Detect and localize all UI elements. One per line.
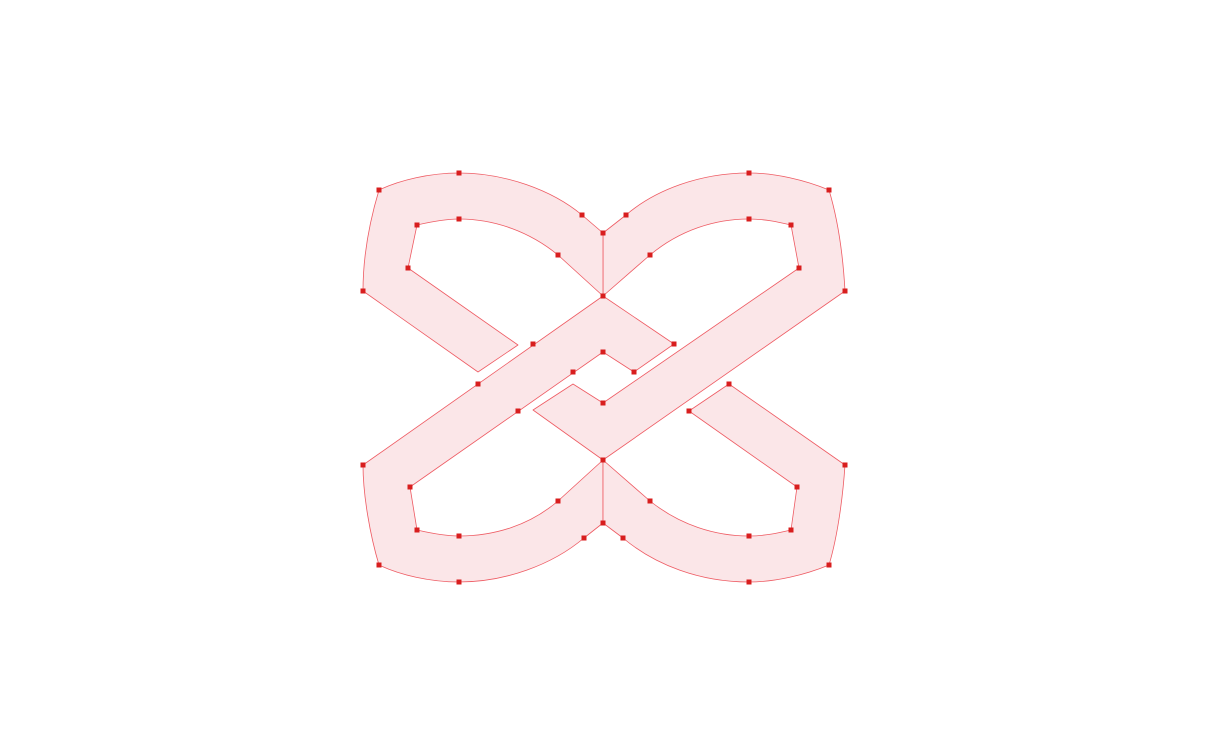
anchor-point[interactable] [555,252,561,258]
anchor-point[interactable] [456,579,462,585]
anchor-point[interactable] [414,222,420,228]
anchor-point[interactable] [456,533,462,539]
anchor-point[interactable] [407,484,413,490]
anchor-point[interactable] [376,187,382,193]
anchor-point[interactable] [600,457,606,463]
anchor-point[interactable] [647,498,653,504]
anchor-points [360,170,848,585]
anchor-point[interactable] [360,288,366,294]
anchor-point[interactable] [600,520,606,526]
strand-right-bottom-loop[interactable] [602,383,846,583]
strand-right-top-loop[interactable] [532,172,846,461]
anchor-point[interactable] [555,498,561,504]
anchor-point[interactable] [360,462,366,468]
anchor-point[interactable] [579,212,585,218]
anchor-point[interactable] [581,535,587,541]
anchor-point[interactable] [376,562,382,568]
anchor-point[interactable] [620,535,626,541]
anchor-point[interactable] [826,562,832,568]
interlaced-knot-shape[interactable] [362,172,846,583]
anchor-point[interactable] [788,527,794,533]
anchor-point[interactable] [842,462,848,468]
anchor-point[interactable] [647,252,653,258]
anchor-point[interactable] [475,381,481,387]
anchor-point[interactable] [600,400,606,406]
strand-left-bottom-loop[interactable] [362,295,675,583]
anchor-point[interactable] [405,265,411,271]
anchor-point[interactable] [826,187,832,193]
anchor-point[interactable] [746,170,752,176]
anchor-point[interactable] [746,579,752,585]
anchor-point[interactable] [570,369,576,375]
anchor-point[interactable] [600,293,606,299]
anchor-point[interactable] [631,369,637,375]
anchor-point[interactable] [726,381,732,387]
anchor-point[interactable] [456,170,462,176]
anchor-point[interactable] [530,341,536,347]
anchor-point[interactable] [788,222,794,228]
strand-left-top-loop[interactable] [362,172,604,373]
anchor-point[interactable] [515,408,521,414]
anchor-point[interactable] [746,533,752,539]
anchor-point[interactable] [600,349,606,355]
anchor-point[interactable] [414,527,420,533]
anchor-point[interactable] [456,216,462,222]
anchor-point[interactable] [746,216,752,222]
anchor-point[interactable] [796,265,802,271]
anchor-point[interactable] [686,408,692,414]
anchor-point[interactable] [623,212,629,218]
anchor-point[interactable] [600,230,606,236]
anchor-point[interactable] [842,288,848,294]
anchor-point[interactable] [671,341,677,347]
anchor-point[interactable] [794,484,800,490]
